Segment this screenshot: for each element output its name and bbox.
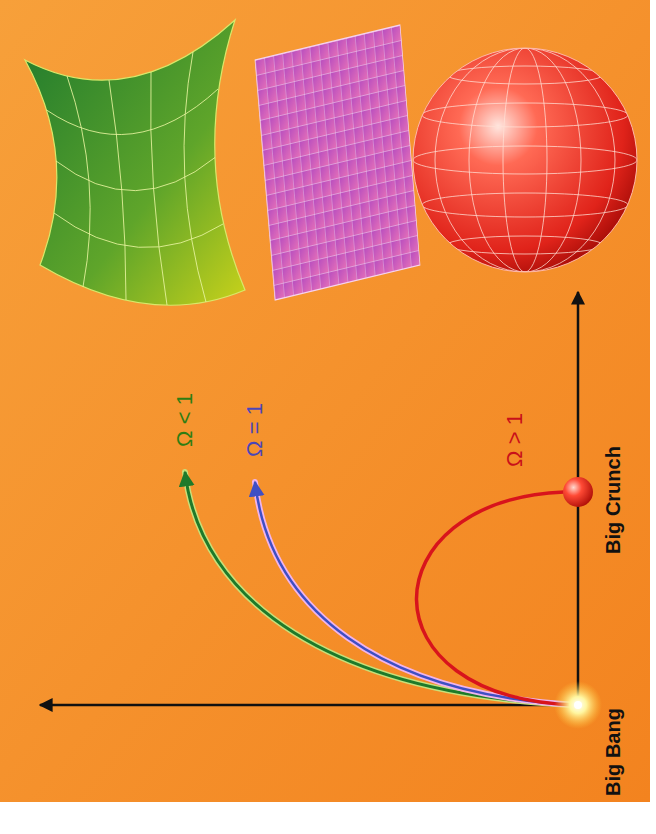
background-panel [0,0,650,802]
size-axis [40,704,578,707]
big-bang-core [574,701,582,709]
open-curve [185,472,578,705]
omega-label: Ω < 1 [172,393,197,447]
flat-curve [255,482,578,705]
flat-surface [255,25,420,300]
omega-label: Ω = 1 [242,403,267,457]
saddle-surface [25,20,245,305]
sphere-surface [413,48,637,272]
open-curve-halo [185,472,578,705]
flat-curve-halo [255,482,578,705]
big-bang-glow [554,681,602,729]
omega-label: Ω > 1 [502,413,527,467]
big-crunch-ball [563,477,593,507]
closed-curve [416,492,578,705]
event-label: Big Crunch [602,446,625,554]
event-label: Big Bang [602,708,625,796]
